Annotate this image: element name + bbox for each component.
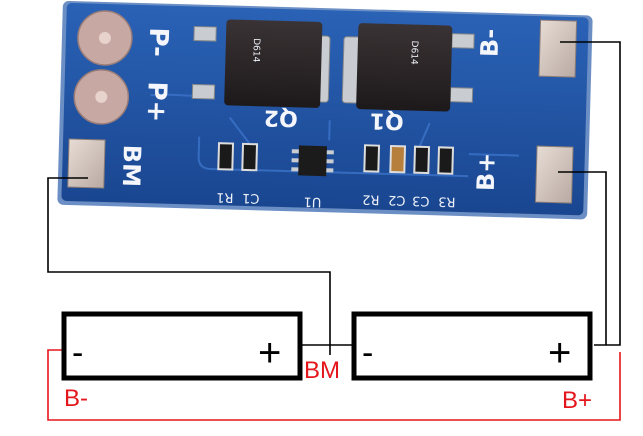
battery-left: - + bbox=[61, 311, 303, 381]
silk-p-plus: P+ bbox=[141, 81, 172, 123]
battery-right-minus: - bbox=[362, 334, 373, 372]
silk-c2: C2 bbox=[388, 192, 406, 207]
pad-p-minus bbox=[77, 10, 133, 66]
resistor-r1 bbox=[217, 142, 235, 171]
capacitor-c3 bbox=[413, 145, 431, 175]
mosfet-q2: D614 bbox=[191, 19, 331, 108]
silk-u1: U1 bbox=[303, 194, 321, 209]
silk-p-minus: P- bbox=[142, 27, 173, 57]
capacitor-c2 bbox=[389, 144, 407, 174]
silk-b-plus: B+ bbox=[472, 152, 501, 191]
silk-r3: R3 bbox=[438, 193, 456, 208]
ic-u1 bbox=[291, 145, 334, 177]
pcb-surface bbox=[61, 3, 589, 216]
silk-bm: BM bbox=[117, 144, 146, 187]
resistor-r3 bbox=[437, 146, 455, 175]
capacitor-c1 bbox=[241, 142, 259, 172]
silk-q1: Q1 bbox=[369, 107, 404, 133]
silk-c1: C1 bbox=[242, 190, 260, 205]
pad-p-plus bbox=[73, 69, 130, 125]
silk-b-minus: B- bbox=[476, 28, 505, 57]
pcb-board: P- P+ BM B- B+ D614 Q2 D614 Q1 R bbox=[57, 0, 593, 220]
label-b-minus: B- bbox=[64, 385, 88, 412]
battery-left-minus: - bbox=[72, 334, 83, 372]
label-bm: BM bbox=[304, 357, 340, 384]
silk-c3: C3 bbox=[412, 193, 430, 208]
silk-q2: Q2 bbox=[263, 104, 298, 130]
q1-marking: D614 bbox=[408, 40, 419, 65]
resistor-r2 bbox=[363, 144, 381, 173]
mosfet-q1: D614 bbox=[341, 23, 475, 112]
wire-bm bbox=[47, 177, 331, 355]
pad-bm bbox=[67, 138, 106, 189]
battery-left-plus: + bbox=[258, 331, 281, 375]
silk-r1: R1 bbox=[216, 189, 234, 204]
battery-right-plus: + bbox=[548, 331, 571, 375]
wire-b-plus bbox=[558, 171, 607, 345]
wire-b-minus bbox=[560, 41, 621, 346]
pad-b-plus bbox=[534, 145, 574, 204]
battery-right: - + bbox=[351, 311, 593, 381]
wire-red-loop bbox=[47, 349, 621, 421]
silk-r2: R2 bbox=[362, 191, 380, 206]
pad-b-minus bbox=[538, 19, 578, 78]
q2-marking: D614 bbox=[250, 38, 261, 63]
label-b-plus: B+ bbox=[562, 387, 592, 414]
